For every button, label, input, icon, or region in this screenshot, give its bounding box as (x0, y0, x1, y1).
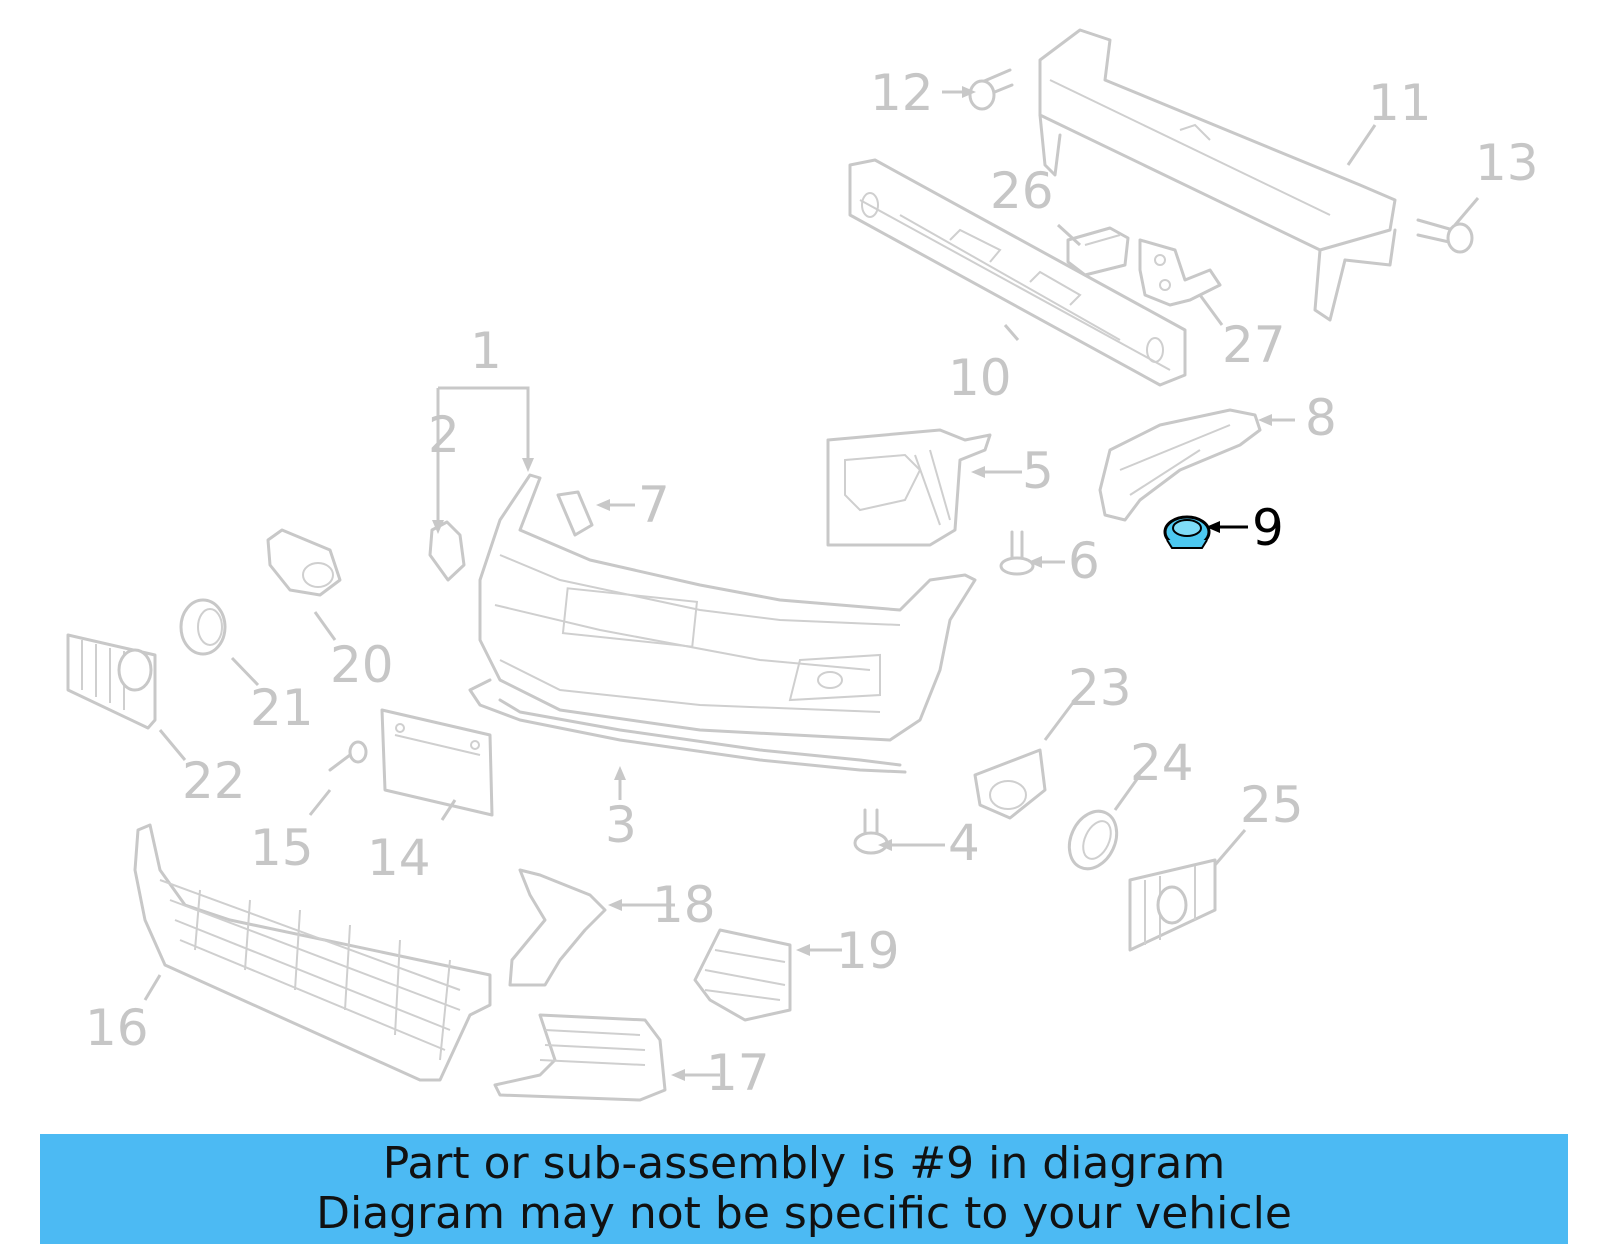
callout-24: 24 (1130, 734, 1194, 792)
part-5-side-bracket (826, 428, 992, 547)
part-13-bolt (1416, 218, 1474, 254)
callout-17: 17 (706, 1044, 770, 1102)
callout-15: 15 (250, 819, 314, 877)
part-3-spoiler (468, 678, 907, 774)
callout-6: 6 (1068, 532, 1100, 590)
callout-18: 18 (652, 876, 716, 934)
part-8-bumper-guide (1098, 408, 1262, 522)
part-20-sensor (266, 528, 342, 597)
callout-25: 25 (1240, 776, 1304, 834)
part-10-energy-absorber (848, 158, 1187, 387)
callout-26: 26 (990, 162, 1054, 220)
callout-3: 3 (605, 796, 637, 854)
callout-20: 20 (330, 636, 394, 694)
callout-14: 14 (367, 829, 431, 887)
callout-11: 11 (1368, 74, 1432, 132)
callout-12: 12 (870, 64, 934, 122)
part-27-bracket (1138, 238, 1222, 307)
callout-7: 7 (638, 476, 670, 534)
part-12-bolt (968, 68, 1014, 111)
callout-9: 9 (1252, 499, 1284, 557)
part-14-plate-bracket (380, 708, 494, 817)
callout-16: 16 (85, 999, 149, 1057)
part-17-trim (493, 1013, 667, 1102)
part-2-cap (428, 520, 466, 582)
part-16-grille (133, 823, 492, 1082)
part-7-clip (556, 490, 594, 537)
banner-line-2: Diagram may not be specific to your vehi… (316, 1188, 1292, 1239)
callout-5: 5 (1022, 442, 1054, 500)
callout-2: 2 (428, 406, 460, 464)
callout-8: 8 (1305, 389, 1337, 447)
callout-27: 27 (1222, 316, 1286, 374)
info-banner: Part or sub-assembly is #9 in diagram Di… (40, 1134, 1568, 1244)
part-6-screw (999, 530, 1035, 576)
callout-21: 21 (250, 679, 314, 737)
part-26-bracket (1066, 226, 1130, 277)
callout-10: 10 (948, 349, 1012, 407)
part-25-bracket (1128, 858, 1217, 952)
part-21-ring (179, 598, 227, 656)
callout-4: 4 (948, 814, 980, 872)
part-22-bracket (66, 633, 157, 730)
part-23-sensor (973, 748, 1047, 820)
callout-13: 13 (1475, 134, 1539, 192)
callout-labels: 1 2 3 4 5 6 7 8 9 10 11 12 13 14 15 16 1… (85, 64, 1539, 1102)
part-24-ring (1067, 809, 1119, 871)
part-15-clip (328, 740, 368, 772)
callout-1: 1 (470, 322, 502, 380)
arrowheads (432, 86, 1272, 1081)
part-1-bumper-cover (478, 473, 977, 742)
part-9-clip-highlighted (1163, 515, 1211, 549)
banner-line-1: Part or sub-assembly is #9 in diagram (382, 1138, 1226, 1189)
leader-lines (143, 90, 1480, 1077)
callout-23: 23 (1068, 659, 1132, 717)
part-11-reinforcement-bar (1038, 28, 1397, 322)
part-18-bracket (508, 868, 607, 987)
part-19-trim (693, 928, 792, 1022)
callout-22: 22 (182, 752, 246, 810)
callout-19: 19 (836, 922, 900, 980)
